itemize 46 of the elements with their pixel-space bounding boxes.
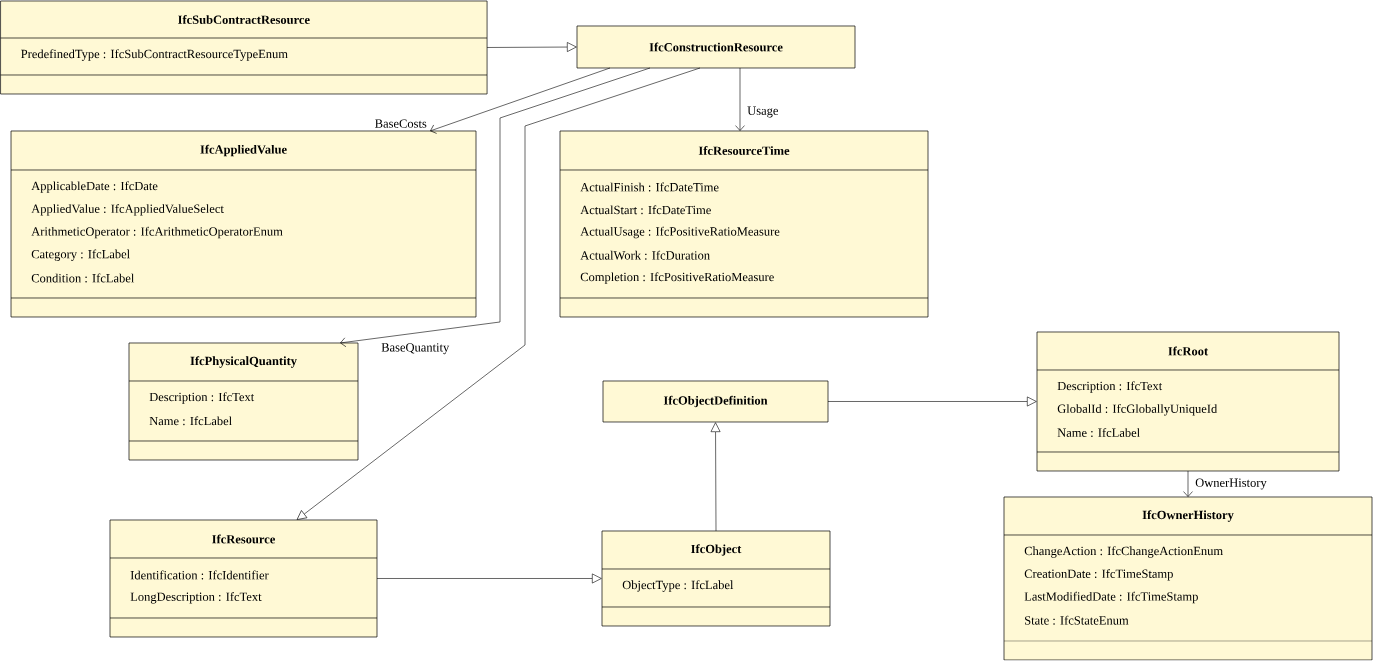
generalization-arrow	[486, 42, 577, 52]
class-name: IfcResource	[212, 534, 275, 544]
attribute: LastModifiedDate : IfcTimeStamp	[1024, 591, 1198, 604]
class-name: IfcRoot	[1168, 346, 1209, 356]
attribute: ApplicableDate : IfcDate	[31, 181, 158, 193]
association-arrow	[1183, 470, 1193, 497]
attribute: ActualUsage : IfcPositiveRatioMeasure	[580, 226, 780, 239]
attribute: CreationDate : IfcTimeStamp	[1024, 569, 1173, 581]
attribute: Identification : IfcIdentifier	[130, 570, 269, 580]
attribute: ObjectType : IfcLabel	[622, 580, 734, 592]
class-name: IfcObjectDefinition	[663, 395, 768, 408]
generalization-arrow	[710, 422, 721, 532]
class-name: IfcAppliedValue	[200, 144, 287, 157]
association-arrow	[735, 67, 745, 131]
attribute: State : IfcStateEnum	[1025, 615, 1129, 625]
class-name: IfcPhysicalQuantity	[190, 356, 297, 368]
class-name: IfcResourceTime	[698, 146, 790, 155]
edge-label: BaseQuantity	[380, 342, 451, 356]
edge-label: Usage	[746, 105, 780, 119]
attribute: ChangeAction : IfcChangeActionEnum	[1024, 546, 1223, 558]
generalization-arrow	[296, 67, 701, 520]
generalization-arrow	[376, 573, 602, 584]
class-name: IfcSubContractResource	[178, 15, 310, 24]
class-name: IfcConstructionResource	[649, 42, 783, 52]
attribute: GlobalId : IfcGloballyUniqueId	[1057, 404, 1218, 416]
attribute: ArithmeticOperator : IfcArithmeticOperatorEnum	[31, 226, 283, 239]
attribute: ActualWork : IfcDuration	[580, 250, 710, 260]
attribute: Category : IfcLabel	[31, 249, 130, 261]
attribute: Name : IfcLabel	[1057, 428, 1140, 437]
attribute: LongDescription : IfcText	[130, 592, 262, 604]
class-name: IfcOwnerHistory	[1142, 510, 1234, 522]
attribute: Description : IfcText	[1057, 381, 1163, 393]
attribute: Completion : IfcPositiveRatioMeasure	[580, 272, 774, 284]
generalization-arrow	[827, 396, 1037, 407]
association-arrow	[430, 67, 611, 134]
edge-label: OwnerHistory	[1194, 477, 1268, 491]
attribute: AppliedValue : IfcAppliedValueSelect	[31, 204, 224, 216]
class-name: IfcObject	[691, 544, 742, 556]
attribute: Description : IfcText	[149, 392, 255, 404]
attribute: ActualStart : IfcDateTime	[580, 205, 711, 215]
attribute: Condition : IfcLabel	[31, 273, 135, 283]
attribute: Name : IfcLabel	[149, 416, 232, 426]
association-arrow	[340, 67, 651, 348]
edge-label: BaseCosts	[373, 118, 428, 129]
attribute: ActualFinish : IfcDateTime	[580, 182, 719, 192]
attribute: PredefinedType : IfcSubContractResourceTypeEnum	[21, 49, 288, 61]
